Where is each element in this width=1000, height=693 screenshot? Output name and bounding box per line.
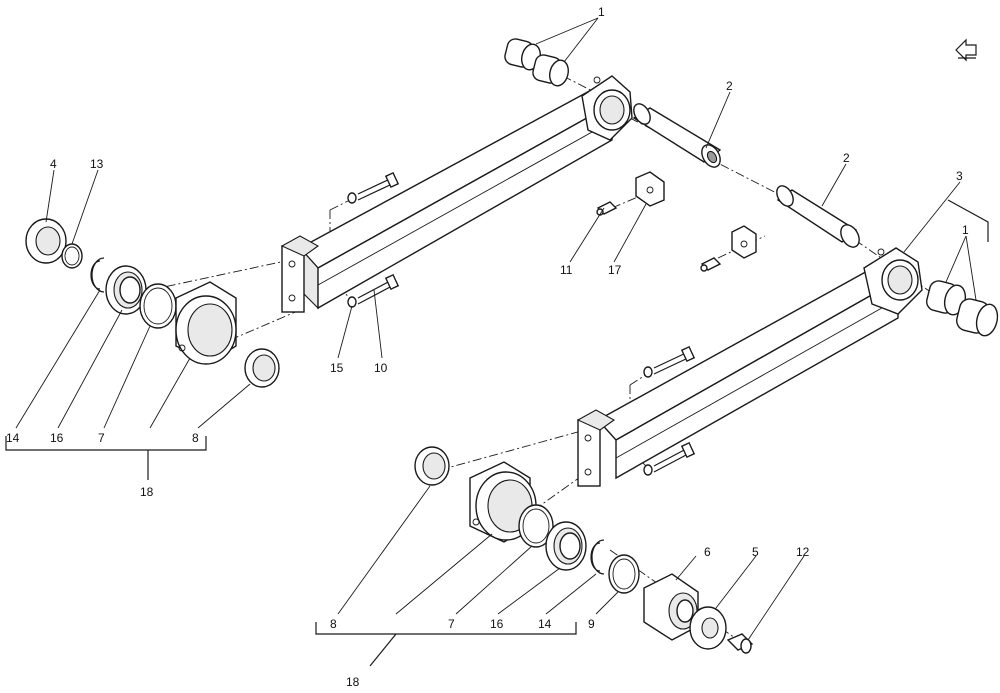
upper-arm [280, 75, 633, 313]
callout-15: 15 [330, 361, 344, 375]
callout-7-left: 7 [98, 431, 105, 445]
group-brackets [5, 199, 989, 667]
callout-labels: 1 2 2 3 1 4 13 11 17 15 10 14 16 7 8 18 … [6, 5, 969, 689]
callout-8-left: 8 [192, 431, 199, 445]
bushing-pair-top [504, 38, 569, 87]
pivot-pin-top [632, 103, 722, 168]
callout-2-mid: 2 [843, 151, 850, 165]
bushing-pair-right [925, 280, 999, 337]
callout-16-left: 16 [50, 431, 64, 445]
clip-plate-lower [700, 225, 757, 272]
callout-10: 10 [374, 361, 388, 375]
lower-arm [576, 247, 923, 487]
callout-4: 4 [50, 157, 57, 171]
callout-14-bottom: 14 [538, 617, 552, 631]
callout-2-top: 2 [726, 79, 733, 93]
callout-6: 6 [704, 545, 711, 559]
clip-plate-upper [596, 171, 665, 216]
callout-18-bottom: 18 [346, 675, 360, 689]
callout-18-left: 18 [140, 485, 154, 499]
leader-lines [15, 17, 977, 641]
bolt-set-upper [347, 171, 400, 308]
callout-1-right: 1 [962, 223, 969, 237]
left-stack [25, 218, 280, 388]
callout-7-bottom: 7 [448, 617, 455, 631]
callout-17: 17 [608, 263, 622, 277]
pivot-pin-middle [776, 185, 860, 248]
callout-5: 5 [752, 545, 759, 559]
callout-3: 3 [956, 169, 963, 183]
bottom-stack [414, 446, 754, 654]
callout-9: 9 [588, 617, 595, 631]
return-arrow-icon[interactable] [955, 38, 977, 62]
callout-8-bottom: 8 [330, 617, 337, 631]
callout-1-top: 1 [598, 5, 605, 19]
callout-11: 11 [560, 263, 573, 277]
callout-13: 13 [90, 157, 104, 171]
callout-16-bottom: 16 [490, 617, 504, 631]
callout-12: 12 [796, 545, 810, 559]
bolt-set-lower [643, 345, 696, 476]
callout-14-left: 14 [6, 431, 20, 445]
